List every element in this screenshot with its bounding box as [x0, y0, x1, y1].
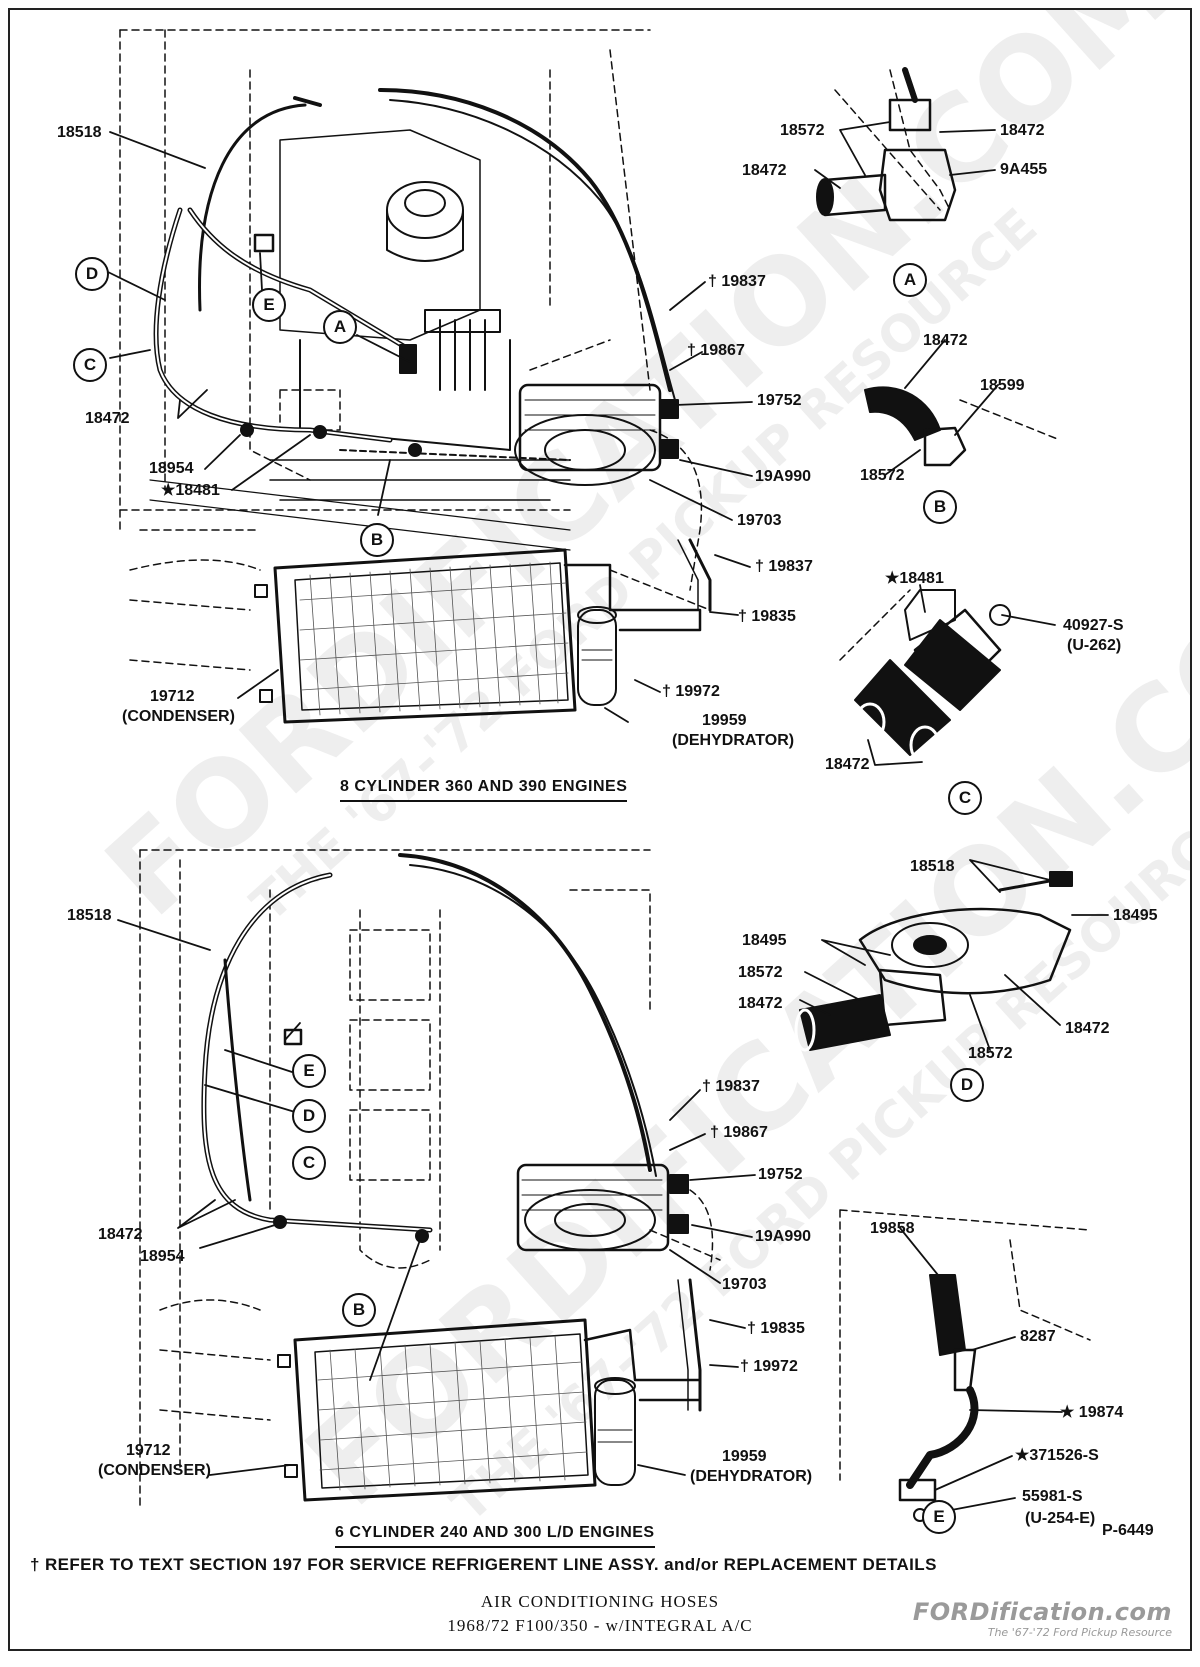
caption-line-2: 1968/72 F100/350 - w/INTEGRAL A/C [447, 1616, 753, 1635]
label-bottom-19867: † 19867 [710, 1124, 768, 1141]
label-bottom-18954: 18954 [140, 1248, 185, 1265]
label-b-18572: 18572 [860, 467, 905, 484]
callout-detail-a: A [893, 263, 927, 297]
footnote: † REFER TO TEXT SECTION 197 FOR SERVICE … [30, 1555, 937, 1574]
label-d-18518: 18518 [910, 858, 955, 875]
label-top-18954: 18954 [149, 460, 194, 477]
label-top-19703: 19703 [737, 512, 782, 529]
label-top-18481: ★18481 [161, 482, 220, 499]
callout-detail-e: E [922, 1500, 956, 1534]
label-bottom-19a990: 19A990 [755, 1228, 812, 1245]
caption-line-1: AIR CONDITIONING HOSES [480, 1592, 720, 1611]
diagram-sheet: FORDIFICATION.COM THE '67-'72 FORD PICKU… [8, 8, 1192, 1651]
callout-bottom-d: D [292, 1099, 326, 1133]
label-a-18572: 18572 [780, 122, 825, 139]
detail-c-drawing [839, 589, 1011, 765]
label-b-18472: 18472 [923, 332, 968, 349]
brand-logo-text: FORDification.com [912, 1598, 1172, 1626]
label-bottom-19712: 19712 [126, 1442, 171, 1459]
label-e-8287: 8287 [1020, 1328, 1056, 1345]
detail-b-drawing [864, 386, 1061, 467]
label-top-19972: † 19972 [662, 683, 720, 700]
label-top-condenser: (CONDENSER) [122, 708, 235, 725]
label-d-18472-right: 18472 [1065, 1020, 1110, 1037]
label-bottom-19959: 19959 [722, 1448, 767, 1465]
label-bottom-19703: 19703 [722, 1276, 767, 1293]
callout-top-c: C [73, 348, 107, 382]
label-top-19835: † 19835 [738, 608, 796, 625]
detail-a-drawing [816, 67, 957, 222]
label-e-u254e: (U-254-E) [1025, 1510, 1096, 1527]
label-bottom-18518: 18518 [67, 907, 112, 924]
label-top-19a990: 19A990 [755, 468, 812, 485]
label-top-18518: 18518 [57, 124, 102, 141]
callout-detail-d: D [950, 1068, 984, 1102]
condenser-bottom [277, 1318, 702, 1502]
callout-detail-c: C [948, 781, 982, 815]
label-d-18495-right: 18495 [1113, 907, 1158, 924]
label-top-19837: † 19837 [708, 273, 766, 290]
label-top-dehydrator: (DEHYDRATOR) [672, 732, 795, 749]
detail-e-drawing [839, 1209, 1091, 1522]
label-d-18472-left: 18472 [738, 995, 783, 1012]
site-brand: FORDification.com The '67-'72 Ford Picku… [913, 1598, 1172, 1639]
condenser-top [254, 548, 702, 724]
callout-top-a: A [323, 310, 357, 344]
drawing-code: P-6449 [1102, 1522, 1154, 1539]
label-d-18572-left: 18572 [738, 964, 783, 981]
label-bottom-dehydrator: (DEHYDRATOR) [690, 1468, 813, 1485]
bottom-engine-bay [139, 849, 721, 1511]
label-c-18472: 18472 [825, 756, 870, 773]
dehydrator-top [577, 606, 617, 706]
label-top-19712: 19712 [150, 688, 195, 705]
detail-d-drawing [794, 871, 1073, 1052]
label-bottom-19835: † 19835 [747, 1320, 805, 1337]
label-e-19858: 19858 [870, 1220, 915, 1237]
label-top-18472: 18472 [85, 410, 130, 427]
label-c-18481: ★18481 [885, 570, 944, 587]
label-d-18572-bottom: 18572 [968, 1045, 1013, 1062]
label-e-19874: ★ 19874 [1060, 1404, 1124, 1421]
label-b-18599: 18599 [980, 377, 1025, 394]
title-bottom-engine: 6 CYLINDER 240 AND 300 L/D ENGINES [335, 1524, 655, 1548]
callout-bottom-b: B [342, 1293, 376, 1327]
label-bottom-condenser: (CONDENSER) [98, 1462, 211, 1479]
brand-tagline: The '67-'72 Ford Pickup Resource [987, 1626, 1172, 1639]
leader-lines [107, 121, 1109, 1516]
line-drawing [107, 29, 1109, 1522]
callout-detail-b: B [923, 490, 957, 524]
title-top-engine: 8 CYLINDER 360 AND 390 ENGINES [340, 778, 628, 802]
label-top-19837b: † 19837 [755, 558, 813, 575]
label-top-19959: 19959 [702, 712, 747, 729]
label-a-9a455: 9A455 [1000, 161, 1048, 178]
label-top-19867: † 19867 [687, 342, 745, 359]
label-a-18472-left: 18472 [742, 162, 787, 179]
label-c-u262: (U-262) [1067, 637, 1122, 654]
dehydrator-bottom [594, 1377, 636, 1486]
label-top-19752: 19752 [757, 392, 802, 409]
top-engine-bay [119, 29, 712, 724]
callout-top-e: E [252, 288, 286, 322]
label-e-371526: ★371526-S [1015, 1447, 1099, 1464]
label-bottom-19972: † 19972 [740, 1358, 798, 1375]
label-d-18495-left: 18495 [742, 932, 787, 949]
label-e-55981: 55981-S [1022, 1488, 1083, 1505]
label-c-40927: 40927-S [1063, 617, 1124, 634]
callout-top-d: D [75, 257, 109, 291]
label-bottom-18472: 18472 [98, 1226, 143, 1243]
callout-top-b: B [360, 523, 394, 557]
callout-bottom-e: E [292, 1054, 326, 1088]
label-bottom-19752: 19752 [758, 1166, 803, 1183]
callout-bottom-c: C [292, 1146, 326, 1180]
label-a-18472-right: 18472 [1000, 122, 1045, 139]
label-bottom-19837: † 19837 [702, 1078, 760, 1095]
